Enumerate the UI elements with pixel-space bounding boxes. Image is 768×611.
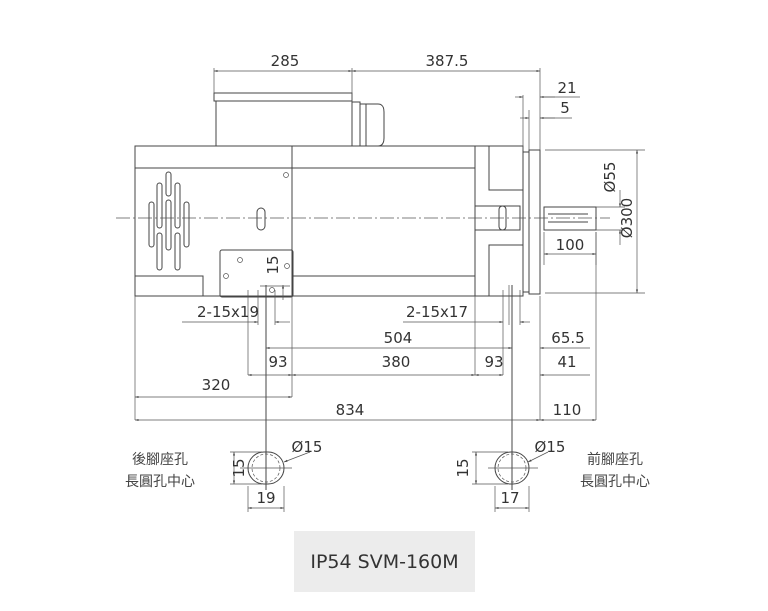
front-foot-hole-detail: Ø15 15 17 前腳座孔 長圓孔中心 [454,438,650,512]
dim-21: 21 [557,79,576,97]
dim-285: 285 [271,52,300,70]
front-hole-dia: Ø15 [535,438,566,456]
rear-hole-height: 15 [230,458,248,477]
lower-dimensions: 2-15x19 2-15x17 504 65.5 93 380 93 41 32… [134,232,597,490]
rear-foot-label-1: 後腳座孔 [132,452,188,468]
rear-foot-hole-detail: Ø15 15 19 後腳座孔 長圓孔中心 [125,438,322,512]
dim-834: 834 [336,401,365,419]
rear-foot-label-2: 長圓孔中心 [125,474,195,490]
right-dimensions: Ø55 Ø300 100 15 [264,149,645,300]
front-flange [474,145,541,297]
front-foot-label-1: 前腳座孔 [587,451,643,468]
front-hole-width: 17 [500,489,519,507]
dim-320: 320 [202,376,231,394]
dim-100: 100 [556,236,585,254]
front-hole-height: 15 [454,458,472,477]
dim-504: 504 [384,329,413,347]
dim-15-slot: 15 [264,255,282,274]
dim-41: 41 [557,353,576,371]
motor-body [134,145,476,298]
dim-387-5: 387.5 [426,52,469,70]
dim-shaft-dia: Ø55 [601,162,619,193]
dim-5: 5 [560,99,570,117]
dim-110: 110 [553,401,582,419]
top-dimensions: 285 387.5 21 5 [213,52,580,150]
dim-380: 380 [382,353,411,371]
dim-93-front: 93 [484,353,503,371]
rear-hole-width: 19 [256,489,275,507]
rear-hole-dia: Ø15 [292,438,323,456]
vent-slots [148,171,190,271]
dim-65-5: 65.5 [551,329,584,347]
shaft [543,206,597,231]
front-foot-label-2: 長圓孔中心 [580,474,650,490]
dim-93-rear: 93 [268,353,287,371]
rear-slot-label: 2-15x19 [197,303,259,321]
dim-flange-dia: Ø300 [618,198,636,238]
front-slot-label: 2-15x17 [406,303,468,321]
model-caption: IP54 SVM-160M [294,531,475,592]
junction-box [213,92,385,147]
